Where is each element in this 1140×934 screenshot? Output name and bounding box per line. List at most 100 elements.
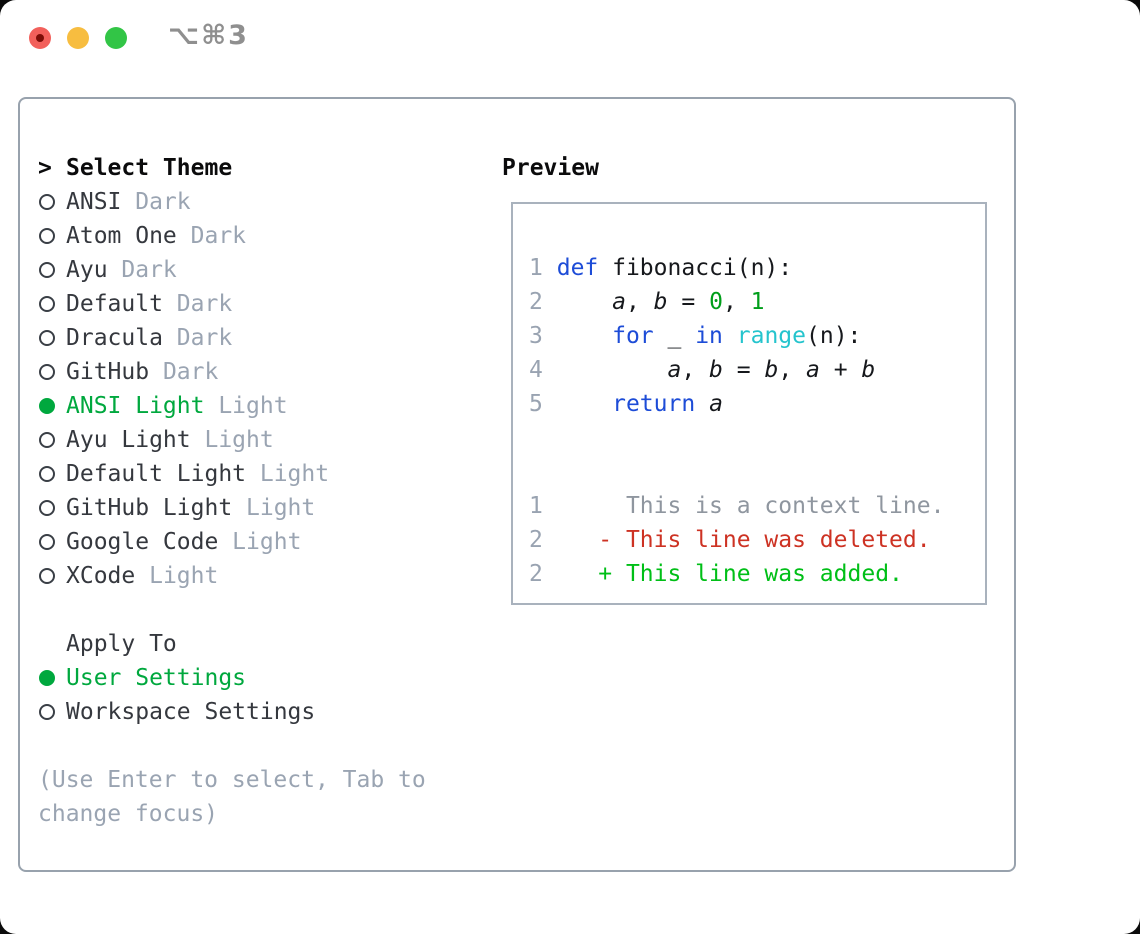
theme-name: ANSI	[66, 189, 122, 215]
code-token	[543, 527, 598, 553]
radio-marker	[38, 432, 66, 448]
theme-name: Ayu	[66, 257, 108, 283]
radio-marker	[38, 670, 66, 686]
radio-marker	[38, 398, 66, 414]
apply-option-workspace-settings[interactable]: Workspace Settings	[38, 695, 426, 729]
theme-variant-tag: Dark	[162, 325, 233, 351]
theme-option-ayu-light[interactable]: Ayu Light Light	[38, 423, 426, 457]
code-token: 1	[750, 289, 765, 315]
theme-variant-tag: Dark	[149, 359, 219, 385]
theme-variant-tag: Dark	[107, 257, 177, 283]
code-token: in	[695, 323, 723, 349]
code-token: =	[722, 357, 765, 383]
radio-unselected-icon	[39, 432, 55, 448]
radio-unselected-icon	[39, 330, 55, 346]
radio-unselected-icon	[39, 568, 55, 584]
code-token: ,	[625, 289, 654, 315]
theme-option-ansi-light[interactable]: ANSI Light Light	[38, 389, 426, 423]
code-token: def	[556, 255, 599, 281]
traffic-light-minimize-button[interactable]	[67, 27, 89, 49]
theme-name: GitHub Light	[66, 495, 233, 521]
theme-variant-tag: Light	[190, 427, 274, 453]
line-number: 2	[529, 527, 543, 553]
prompt-arrow-icon: >	[38, 155, 52, 181]
theme-option-ansi[interactable]: ANSI Dark	[38, 185, 426, 219]
traffic-light-close-button[interactable]	[29, 27, 51, 49]
select-theme-header: >Select Theme	[38, 151, 426, 185]
code-token	[723, 323, 737, 349]
radio-marker	[38, 534, 66, 550]
line-number: 2	[529, 289, 543, 315]
spacer	[38, 593, 426, 627]
code-token: fibonacci(n):	[598, 255, 793, 281]
radio-unselected-icon	[39, 262, 55, 278]
radio-marker	[38, 262, 66, 278]
code-token	[543, 391, 612, 417]
theme-variant-tag: Light	[204, 393, 288, 419]
code-token: =	[667, 289, 710, 315]
code-token: b	[709, 357, 723, 383]
code-token: for	[612, 323, 654, 349]
code-line: 1 This is a context line.	[529, 489, 944, 523]
theme-variant-tag: Light	[218, 529, 302, 555]
code-line: 5 return a	[529, 387, 944, 421]
radio-marker	[38, 330, 66, 346]
theme-option-ayu[interactable]: Ayu Dark	[38, 253, 426, 287]
theme-name: ANSI Light	[66, 393, 205, 419]
theme-option-dracula[interactable]: Dracula Dark	[38, 321, 426, 355]
help-text-line: change focus)	[38, 801, 219, 827]
theme-option-github-light[interactable]: GitHub Light Light	[38, 491, 426, 525]
apply-option-user-settings[interactable]: User Settings	[38, 661, 426, 695]
theme-option-default[interactable]: Default Dark	[38, 287, 426, 321]
theme-name: Default	[66, 291, 163, 317]
theme-variant-tag: Light	[232, 495, 316, 521]
theme-option-default-light[interactable]: Default Light Light	[38, 457, 426, 491]
code-token: b	[653, 289, 668, 315]
code-token: return	[612, 391, 696, 417]
line-number: 3	[529, 323, 543, 349]
code-line: 2 + This line was added.	[529, 557, 944, 591]
apply-to-header: Apply To	[38, 627, 426, 661]
theme-option-xcode[interactable]: XCode Light	[38, 559, 426, 593]
theme-option-github[interactable]: GitHub Dark	[38, 355, 426, 389]
apply-option-label: User Settings	[66, 665, 247, 691]
code-token: b	[764, 357, 779, 383]
theme-name: GitHub	[66, 359, 150, 385]
code-token: 0	[709, 289, 723, 315]
theme-option-atom-one[interactable]: Atom One Dark	[38, 219, 426, 253]
traffic-light-zoom-button[interactable]	[105, 27, 127, 49]
code-line: 4 a, b = b, a + b	[529, 353, 944, 387]
radio-unselected-icon	[39, 296, 55, 312]
code-token: ,	[722, 289, 751, 315]
radio-unselected-icon	[39, 228, 55, 244]
theme-variant-tag: Light	[246, 461, 330, 487]
radio-unselected-icon	[39, 534, 55, 550]
radio-marker	[38, 228, 66, 244]
line-number: 1	[529, 493, 543, 519]
radio-marker	[38, 704, 66, 720]
radio-marker	[38, 194, 66, 210]
theme-option-google-code[interactable]: Google Code Light	[38, 525, 426, 559]
radio-unselected-icon	[39, 466, 55, 482]
code-token: range	[736, 323, 807, 349]
apply-option-label: Workspace Settings	[66, 699, 316, 725]
theme-variant-tag: Dark	[162, 291, 233, 317]
theme-name: Dracula	[66, 325, 163, 351]
code-line: 2 a, b = 0, 1	[529, 285, 944, 319]
code-token: + This line was added.	[598, 561, 903, 587]
radio-marker	[38, 296, 66, 312]
code-token: a	[709, 391, 723, 417]
code-token	[543, 289, 612, 315]
code-token	[695, 391, 709, 417]
code-token: a	[612, 289, 626, 315]
code-token: a	[667, 357, 682, 383]
code-line: 2 - This line was deleted.	[529, 523, 944, 557]
radio-unselected-icon	[39, 194, 55, 210]
theme-variant-tag: Light	[135, 563, 219, 589]
radio-unselected-icon	[39, 500, 55, 516]
theme-name: XCode	[66, 563, 136, 589]
